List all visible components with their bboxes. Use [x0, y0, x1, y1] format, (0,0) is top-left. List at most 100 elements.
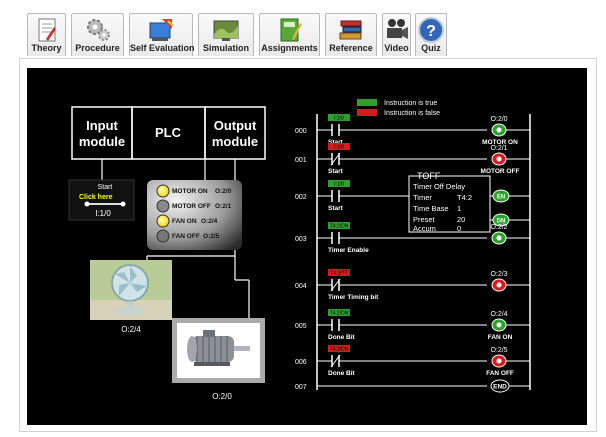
- rung-number: 000: [295, 128, 307, 135]
- input-module-box: [71, 106, 133, 160]
- motor-on-lamp: [156, 184, 170, 198]
- simulation-icon: [213, 20, 239, 41]
- tab-label: Video: [384, 43, 409, 53]
- click-here-label[interactable]: Click here: [79, 194, 113, 201]
- coil-address: O:2/4: [490, 311, 507, 318]
- tab-theory[interactable]: Theory: [27, 13, 66, 56]
- contact-address: T4:2/DN: [330, 224, 349, 230]
- fan-on-indicator-label: FAN ON: [172, 218, 197, 225]
- legend-true-swatch: [357, 99, 377, 106]
- coil-label: MOTOR OFF: [481, 168, 520, 175]
- contact-address: T4:2/DN: [330, 311, 349, 317]
- time-base-value: 1: [457, 204, 461, 213]
- contact-nc-slash: [330, 152, 341, 166]
- contact-address: T4:2/TT: [330, 271, 348, 277]
- timer-dn-label: DN: [497, 219, 506, 225]
- assignments-icon: [280, 18, 302, 42]
- output-coil-center: [496, 282, 502, 288]
- output-module-label-2: module: [212, 134, 258, 149]
- motor-off-indicator-addr: O:2/1: [215, 203, 232, 210]
- timer-value: T4:2: [457, 193, 472, 202]
- rung-number: 007: [295, 384, 307, 391]
- contact-state-box: [328, 222, 350, 229]
- contact-nc-slash: [330, 354, 341, 368]
- output-coil-center: [496, 235, 502, 241]
- start-switch-address: I:1/0: [95, 209, 111, 218]
- input-module-label-1: Input: [86, 118, 118, 133]
- contact-address: I:1/0: [334, 145, 344, 151]
- fan-off-indicator-label: FAN OFF: [172, 233, 200, 240]
- tab-video[interactable]: Video: [382, 13, 411, 56]
- coil-address: O:2/0: [490, 116, 507, 123]
- output-coil-center: [496, 358, 502, 364]
- contact-label: Done Bit: [328, 370, 356, 377]
- timer-title: TOFF: [417, 171, 441, 181]
- preset-label: Preset: [413, 215, 436, 224]
- svg-text:?: ?: [426, 23, 436, 40]
- tab-label: Assignments: [261, 43, 318, 53]
- motor-image: [172, 318, 265, 383]
- fan-off-indicator-addr: O:2/5: [203, 233, 220, 240]
- contact-state-box: [328, 143, 350, 150]
- tab-quiz[interactable]: ? Quiz: [415, 13, 447, 56]
- start-switch-title: Start: [98, 184, 113, 191]
- timer-label: Timer: [413, 193, 432, 202]
- preset-value: 20: [457, 215, 465, 224]
- output-module-label-1: Output: [214, 118, 257, 133]
- rung-number: 005: [295, 323, 307, 330]
- motor-off-indicator-label: MOTOR OFF: [172, 203, 211, 210]
- tab-assignments[interactable]: Assignments: [259, 13, 320, 56]
- contact-address: T4:2/DN: [330, 347, 349, 353]
- timer-name: Timer Off Delay: [413, 182, 465, 191]
- toff-timer-block: TOFF Timer Off Delay Timer T4:2 Time Bas…: [408, 171, 491, 233]
- rung-number: 006: [295, 359, 307, 366]
- self-evaluation-icon: [149, 19, 174, 41]
- contact-label: Timer Timing bit: [328, 294, 379, 301]
- contact-nc-slash: [330, 278, 341, 292]
- legend-true-text: Instruction is true: [384, 100, 437, 107]
- quiz-icon: ?: [418, 17, 444, 43]
- tab-label: Procedure: [75, 43, 120, 53]
- tab-simulation[interactable]: Simulation: [198, 13, 254, 56]
- tab-self-evaluation[interactable]: Self Evaluation: [129, 13, 195, 56]
- coil-label: MOTOR ON: [482, 139, 518, 146]
- timer-en-label: EN: [497, 195, 505, 201]
- tab-label: Quiz: [421, 43, 441, 53]
- plc-label: PLC: [155, 125, 182, 140]
- contact-label: Start: [328, 139, 344, 146]
- output-coil-center: [496, 156, 502, 162]
- tab-label: Simulation: [202, 43, 249, 53]
- contact-state-box: [328, 180, 350, 187]
- input-module-label-2: module: [79, 134, 125, 149]
- output-coil-center: [496, 322, 502, 328]
- contact-label: Timer Enable: [328, 247, 369, 254]
- accum-label: Accum: [413, 224, 436, 233]
- motor-on-indicator-label: MOTOR ON: [172, 188, 208, 195]
- theory-icon: [38, 18, 56, 42]
- coil-label: FAN OFF: [486, 370, 514, 377]
- tab-label: Reference: [329, 43, 373, 53]
- fan-address: O:2/4: [121, 325, 141, 334]
- contact-label: Start: [328, 168, 344, 175]
- simulation-canvas: Input module PLC Output module Start Cli…: [68, 99, 531, 401]
- contact-label: Done Bit: [328, 334, 356, 341]
- rung-number: 003: [295, 236, 307, 243]
- coil-address: O:2/2: [490, 224, 507, 231]
- rung-number: 002: [295, 194, 307, 201]
- contact-state-box: [328, 269, 350, 276]
- contact-state-box: [328, 114, 350, 121]
- start-switch[interactable]: Start Click here I:1/0: [68, 179, 135, 221]
- coil-address: O:2/5: [490, 347, 507, 354]
- tab-reference[interactable]: Reference: [325, 13, 377, 56]
- contact-state-box: [328, 309, 350, 316]
- coil-label: FAN ON: [488, 334, 513, 341]
- fan-on-indicator-addr: O:2/4: [201, 218, 218, 225]
- fan-image: [90, 260, 172, 320]
- end-label: END: [493, 384, 507, 391]
- output-indicator-panel: MOTOR ON O:2/0 MOTOR OFF O:2/1 FAN ON O:…: [147, 180, 242, 250]
- tab-label: Self Evaluation: [130, 43, 195, 53]
- tab-procedure[interactable]: Procedure: [71, 13, 124, 56]
- procedure-gears-icon: [86, 19, 110, 41]
- reference-books-icon: [339, 20, 362, 40]
- motor-off-lamp: [156, 199, 170, 213]
